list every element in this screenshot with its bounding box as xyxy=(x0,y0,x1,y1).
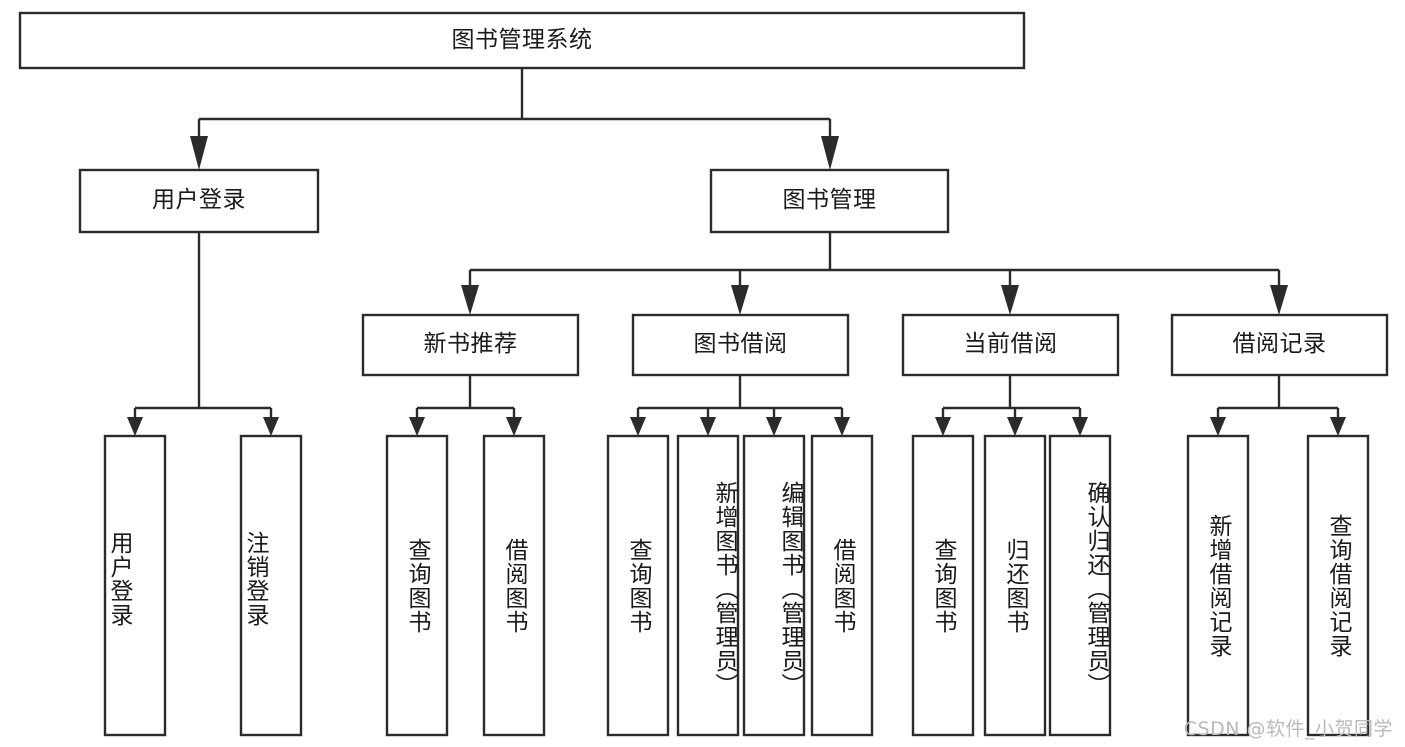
connector-root-to-level2 xyxy=(190,68,839,170)
node-box-leaf-4[interactable] xyxy=(606,434,670,737)
arrow-head-icon xyxy=(821,136,839,170)
node-box-level2-1[interactable] xyxy=(709,168,950,234)
arrow-head-icon xyxy=(190,136,208,170)
node-box-leaf-6[interactable] xyxy=(742,434,806,737)
connector-new-book-rec-to-leaves xyxy=(409,375,522,436)
arrow-head-icon xyxy=(834,417,850,436)
node-box-leaf-8[interactable] xyxy=(911,434,975,737)
node-box-level3-3[interactable] xyxy=(1170,313,1389,377)
arrow-head-icon xyxy=(766,417,782,436)
arrow-head-icon xyxy=(127,417,143,436)
node-box-leaf-7[interactable] xyxy=(810,434,874,737)
node-box-leaf-0[interactable] xyxy=(103,434,167,737)
node-box-leaf-12[interactable] xyxy=(1306,434,1370,737)
node-box-leaf-5[interactable] xyxy=(676,434,740,737)
connector-user-login-to-leaves xyxy=(127,232,279,436)
connector-book-borrow-to-leaves xyxy=(630,375,850,436)
node-box-leaf-1[interactable] xyxy=(239,434,303,737)
arrow-head-icon xyxy=(506,417,522,436)
node-box-level2-0[interactable] xyxy=(78,168,320,234)
arrow-head-icon xyxy=(731,285,749,315)
arrow-head-icon xyxy=(1270,285,1288,315)
node-box-level3-1[interactable] xyxy=(631,313,850,377)
arrow-head-icon xyxy=(1007,417,1023,436)
arrow-head-icon xyxy=(263,417,279,436)
arrow-head-icon xyxy=(1330,417,1346,436)
node-box-leaf-3[interactable] xyxy=(482,434,546,737)
node-box-root[interactable] xyxy=(18,11,1026,70)
node-box-leaf-9[interactable] xyxy=(983,434,1047,737)
arrow-head-icon xyxy=(630,417,646,436)
node-box-leaf-11[interactable] xyxy=(1186,434,1250,737)
arrow-head-icon xyxy=(1210,417,1226,436)
connector-current-borrow-to-leaves xyxy=(935,375,1088,436)
connector-book-manage-to-level3 xyxy=(461,232,1288,315)
node-box-leaf-2[interactable] xyxy=(385,434,449,737)
arrow-head-icon xyxy=(1072,417,1088,436)
arrow-head-icon xyxy=(409,417,425,436)
node-box-leaf-10[interactable] xyxy=(1048,434,1112,737)
arrow-head-icon xyxy=(700,417,716,436)
node-box-level3-0[interactable] xyxy=(361,313,580,377)
arrow-head-icon xyxy=(935,417,951,436)
arrow-head-icon xyxy=(1001,285,1019,315)
arrow-head-icon xyxy=(461,285,479,315)
connector-borrow-record-to-leaves xyxy=(1210,375,1346,436)
node-box-level3-2[interactable] xyxy=(901,313,1120,377)
